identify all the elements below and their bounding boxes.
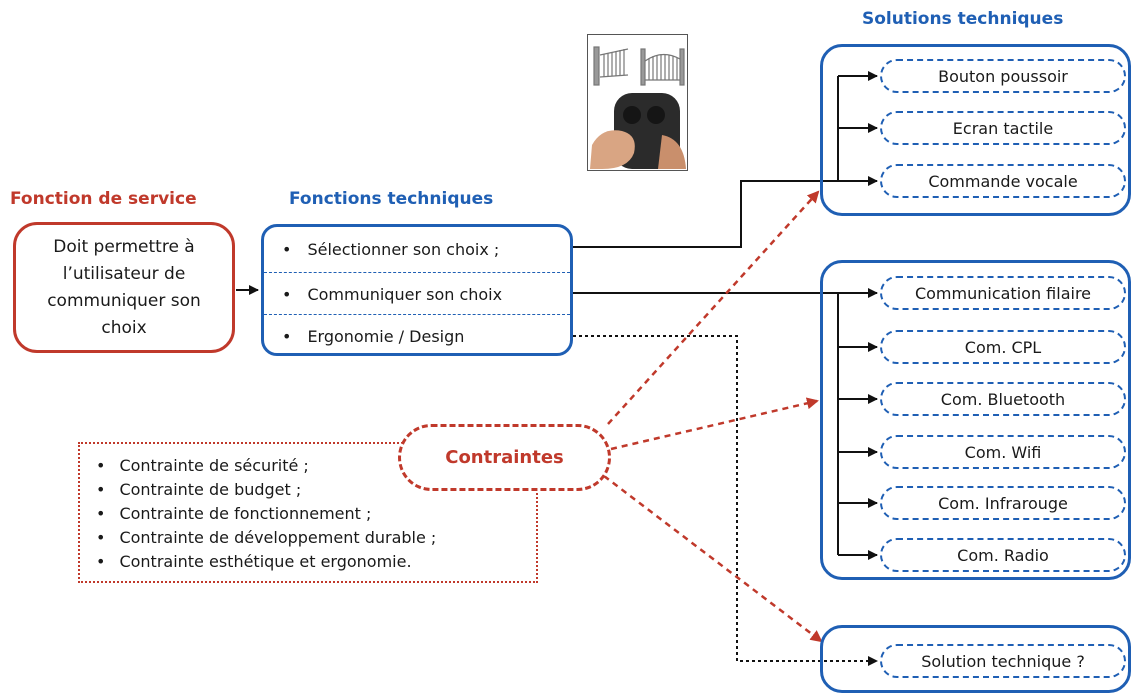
solution-item: Commande vocale — [880, 164, 1126, 198]
solution-group-selection — [820, 44, 1131, 216]
constraint-item: Contrainte de budget ; — [96, 478, 436, 502]
bullet: • — [282, 284, 292, 304]
service-function-text: Doit permettre à l’utilisateur de commun… — [47, 236, 201, 338]
selection-link — [573, 180, 821, 248]
function-row-design: • Ergonomie / Design — [264, 314, 570, 357]
technical-solutions-heading: Solutions techniques — [862, 9, 1064, 29]
function-label: Communiquer son choix — [307, 284, 503, 304]
solution-group-design — [820, 625, 1131, 693]
solution-group-communication — [820, 260, 1131, 580]
gate-remote-icon — [590, 46, 686, 169]
solution-item: Solution technique ? — [880, 644, 1126, 678]
technical-functions-heading: Fonctions techniques — [289, 189, 494, 209]
constraint-arrow-bottom — [603, 475, 823, 643]
constraints-list: Contrainte de sécurité ; Contrainte de b… — [96, 454, 436, 574]
function-row-selection: • Sélectionner son choix ; — [264, 228, 570, 270]
constraint-item: Contrainte esthétique et ergonomie. — [96, 550, 436, 574]
solution-item: Com. CPL — [880, 330, 1126, 364]
solution-item: Bouton poussoir — [880, 59, 1126, 93]
solution-item: Com. Radio — [880, 538, 1126, 572]
constraints-label: Contraintes — [445, 447, 564, 468]
bullet: • — [282, 239, 292, 259]
function-row-communication: • Communiquer son choix — [264, 272, 570, 315]
solution-item: Com. Wifi — [880, 435, 1126, 469]
function-label: Sélectionner son choix ; — [307, 239, 500, 259]
constraint-item: Contrainte de sécurité ; — [96, 454, 436, 478]
gate-remote-photo — [587, 34, 688, 171]
constraint-arrow-middle — [610, 397, 819, 451]
service-function-box: Doit permettre à l’utilisateur de commun… — [13, 222, 235, 353]
solution-item: Com. Infrarouge — [880, 486, 1126, 520]
solution-item: Ecran tactile — [880, 111, 1126, 145]
constraints-label-pill: Contraintes — [398, 424, 611, 491]
solution-item: Com. Bluetooth — [880, 382, 1126, 416]
constraint-item: Contrainte de fonctionnement ; — [96, 502, 436, 526]
bullet: • — [282, 326, 292, 346]
design-link — [573, 335, 878, 666]
constraint-item: Contrainte de développement durable ; — [96, 526, 436, 550]
solution-item: Communication filaire — [880, 276, 1126, 310]
constraints-list-box: Contrainte de sécurité ; Contrainte de b… — [78, 442, 538, 583]
function-label: Ergonomie / Design — [307, 326, 465, 346]
technical-functions-box: • Sélectionner son choix ; • Communiquer… — [261, 224, 573, 356]
constraint-arrow-top — [607, 190, 820, 425]
service-function-heading: Fonction de service — [10, 189, 197, 209]
